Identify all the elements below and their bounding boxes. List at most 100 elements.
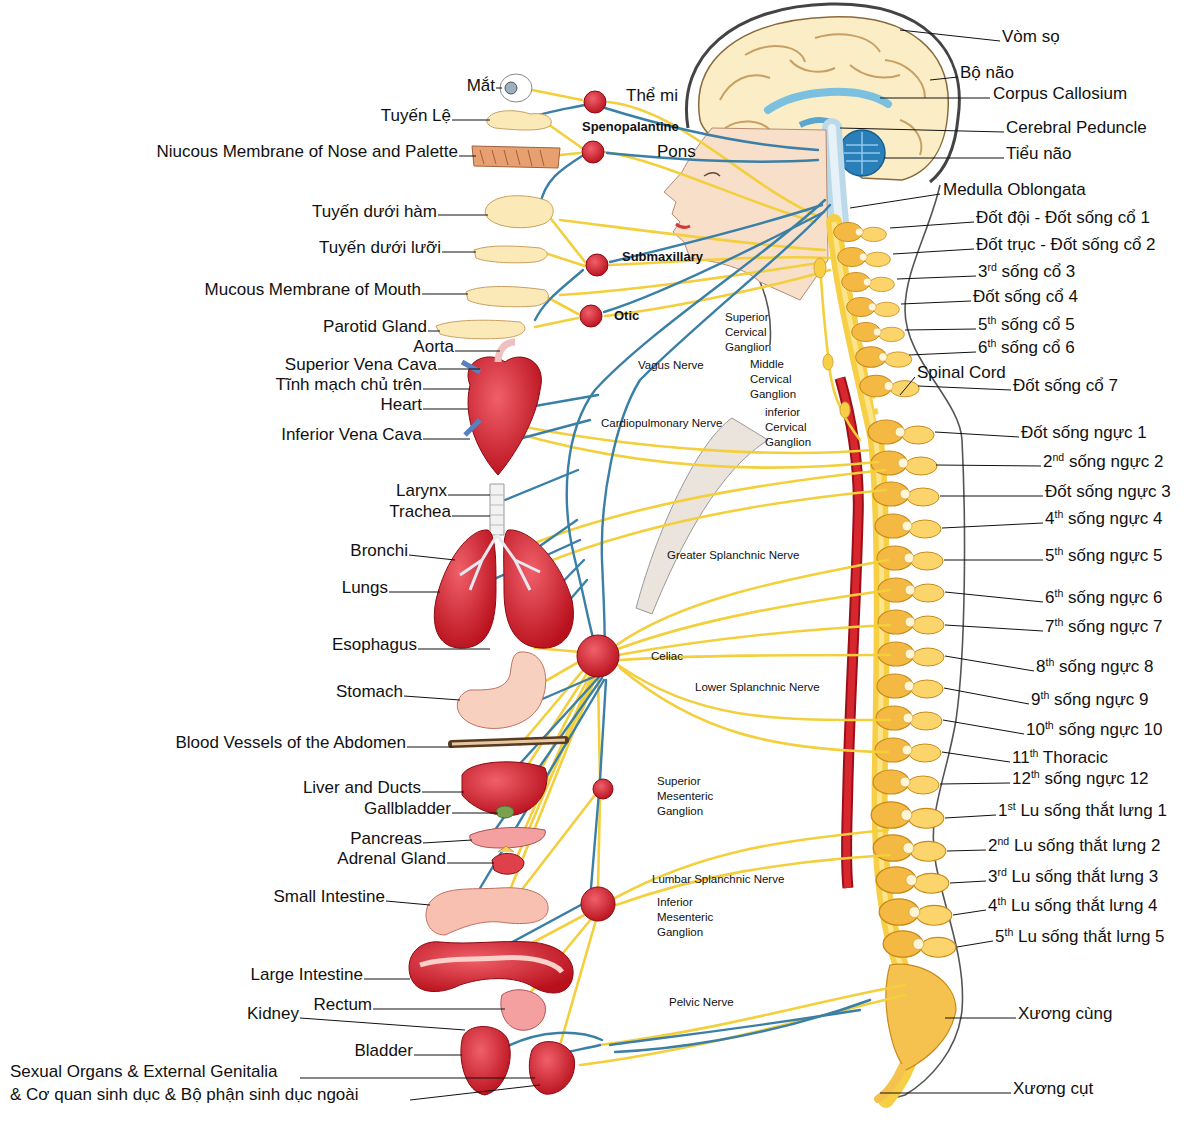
sympathetic-nerve (540, 490, 886, 565)
structure-label: Bộ não (960, 63, 1014, 83)
nerve-label: Thể mi (626, 86, 678, 106)
heart (462, 342, 541, 475)
organ-label: Niucous Membrane of Nose and Palette (157, 142, 458, 162)
abdominal-vessel (452, 740, 565, 744)
bladder (461, 1027, 510, 1096)
organ-label: Larynx (396, 481, 447, 501)
organ-label: Gallbladder (364, 799, 451, 819)
face-profile (676, 224, 690, 227)
leader-line (890, 222, 974, 228)
ganglion (580, 305, 602, 327)
nerve-label: Submaxillary (622, 250, 703, 265)
sympathetic-nerve (515, 425, 872, 453)
brain (844, 132, 880, 174)
large-intestine (409, 942, 573, 994)
leader-line (300, 88, 540, 1100)
structure-label: 6th sống ngực 6 (1045, 588, 1163, 608)
genital-organ (529, 1042, 574, 1095)
leader-line (300, 1018, 465, 1030)
cervical-ganglion (823, 354, 833, 370)
nerve-label: Vagus Nerve (638, 359, 704, 372)
leader-line (300, 1078, 535, 1079)
nerve-label: Spenopalantine (582, 120, 679, 135)
vertebra (875, 514, 941, 538)
leader-line (423, 409, 468, 410)
sympathetic-nerve (532, 90, 582, 100)
leader-line (943, 720, 1024, 734)
leader-line (901, 301, 971, 304)
nasal-membrane (472, 146, 560, 168)
structure-label: Đốt sống cổ 4 (973, 287, 1078, 307)
structure-label: Đốt sống cổ 7 (1013, 376, 1118, 396)
structure-label: 3rd sống cổ 3 (978, 262, 1075, 282)
nerve-label: Superior Cervical Ganglion (725, 310, 783, 355)
stomach (457, 652, 545, 729)
leader-line (900, 30, 1000, 41)
leader-line (884, 158, 1004, 159)
rectum (501, 990, 546, 1030)
organ-label: Pancreas (350, 829, 422, 849)
structure-label: Đốt đội - Đốt sống cổ 1 (976, 208, 1150, 228)
ganglion (581, 887, 615, 921)
leader-line (897, 276, 976, 279)
structure-label: Tiểu não (1006, 144, 1072, 164)
gland (485, 196, 553, 228)
vertebra (878, 1068, 902, 1099)
leader-line (880, 1093, 1011, 1094)
leader-line (409, 555, 455, 560)
sympathetic-nerve (580, 995, 905, 1065)
organ-label: Sexual Organs & External Genitalia (10, 1062, 277, 1082)
structure-label: 4th sống ngực 4 (1045, 509, 1163, 529)
leader-line (452, 813, 498, 814)
leader-line (447, 863, 494, 864)
organ-label: Trachea (389, 502, 451, 522)
organ-label: Large Intestine (251, 965, 363, 985)
small-intestine (426, 888, 548, 935)
vertebra (876, 867, 949, 893)
vertebra (878, 610, 944, 634)
leader-line (957, 941, 993, 947)
leader-line (918, 386, 1011, 390)
vertebra (842, 272, 895, 291)
leader-line (936, 465, 1041, 466)
vertebra (875, 738, 941, 762)
leader-line (418, 649, 490, 650)
structure-label: 4th Lu sống thắt lưng 4 (988, 896, 1158, 916)
leader-line (442, 252, 476, 253)
pancreas (470, 827, 546, 874)
lung (460, 535, 540, 590)
structure-label: 12th sống ngực 12 (1012, 769, 1148, 789)
leader-line (423, 389, 470, 390)
leader-line (389, 592, 440, 593)
vertebra (838, 247, 891, 266)
organ-label: Tuyến dưới hàm (312, 202, 437, 222)
stomach (457, 652, 545, 729)
face-profile (704, 173, 720, 176)
gland (436, 320, 525, 339)
pancreas (498, 846, 514, 852)
structure-label: 8th sống ngực 8 (1036, 657, 1154, 677)
organ-label: Aorta (413, 337, 454, 357)
leader-line (940, 496, 1043, 497)
vertebra (847, 297, 900, 316)
vertebra (852, 322, 905, 341)
organ-label: Blood Vessels of the Abdomen (175, 733, 406, 753)
leader-line (407, 747, 452, 748)
structure-label: 1st Lu sống thắt lưng 1 (998, 801, 1167, 821)
structure-label: Medulla Oblongata (943, 180, 1086, 200)
organ-label: Heart (380, 395, 422, 415)
liver (462, 762, 547, 818)
vertebra (879, 899, 952, 925)
organ-label: Mắt (467, 76, 495, 96)
nerve-label: Inferior Mesenteric Ganglion (657, 895, 729, 940)
leader-line (945, 815, 996, 818)
organ-label: Bronchi (350, 541, 408, 561)
sympathetic-nerve (615, 830, 888, 898)
leader-line (452, 120, 490, 121)
structure-label: 11th Thoracic (1012, 748, 1108, 768)
leader-line (950, 881, 986, 883)
leader-line (452, 516, 490, 517)
leader-line (438, 369, 480, 370)
